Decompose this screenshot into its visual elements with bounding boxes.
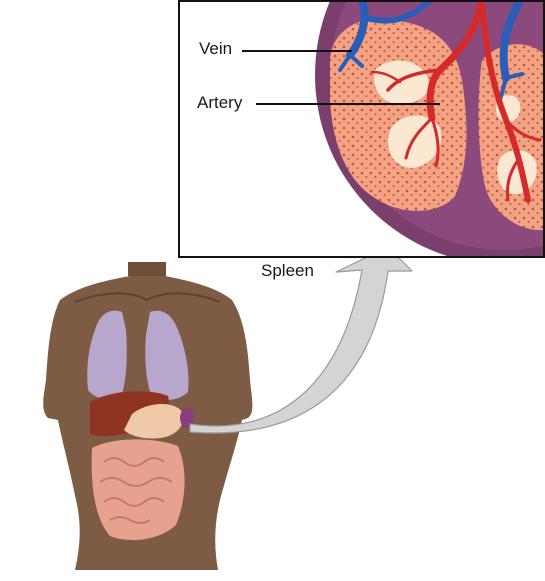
- stomach: [124, 404, 184, 439]
- artery-vessel: [370, 1, 542, 203]
- shoulder-shading: [74, 292, 221, 303]
- neck: [128, 262, 166, 276]
- spleen-organ: [180, 408, 194, 428]
- curved-arrow: [189, 246, 413, 434]
- intestines: [91, 439, 185, 541]
- detail-box-frame: [178, 0, 545, 258]
- artery-label: Artery: [197, 93, 243, 112]
- intestine-folds: [99, 457, 173, 524]
- vein-vessel: [338, 1, 524, 102]
- human-torso: [43, 262, 253, 570]
- left-lung: [87, 310, 127, 401]
- right-lung: [145, 310, 189, 400]
- spleen-caption: Spleen: [261, 261, 314, 280]
- spleen-detail-view: [179, 1, 544, 257]
- vein-label: Vein: [199, 39, 233, 58]
